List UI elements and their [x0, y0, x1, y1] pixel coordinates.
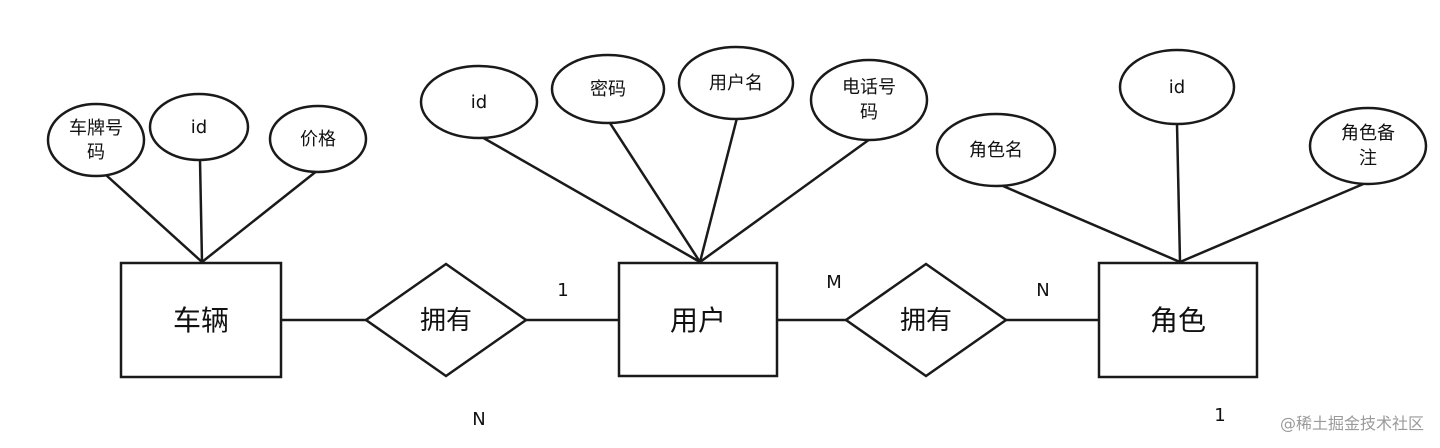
entity-user-label: 用户 — [670, 304, 726, 337]
attr-vehicle-id-label: id — [191, 117, 207, 138]
attr-user-username: 用户名 — [677, 45, 795, 121]
cardinality-role-bottom: 1 — [1214, 405, 1225, 426]
attr-vehicle-plate: 车牌号 码 — [46, 102, 146, 178]
attr-vehicle-price: 价格 — [268, 104, 368, 174]
attr-role-id: id — [1118, 48, 1236, 126]
attr-role-name: 角色名 — [935, 112, 1057, 188]
attr-vehicle-id: id — [148, 92, 250, 162]
line-role-remark — [1179, 180, 1369, 264]
relationship-vehicle-user: 拥有 — [363, 262, 529, 378]
attr-user-id: id — [419, 64, 539, 140]
attr-role-name-label: 角色名 — [969, 140, 1023, 161]
cardinality-user-left: 1 — [557, 280, 568, 301]
line-vehicle-plate — [95, 165, 203, 263]
line-role-id — [1175, 123, 1182, 263]
entity-vehicle-label: 车辆 — [173, 304, 229, 337]
attr-vehicle-plate-line2: 码 — [87, 142, 105, 163]
attr-vehicle-plate-line1: 车牌号 — [69, 118, 123, 139]
entity-user: 用户 — [617, 261, 779, 378]
cardinality-user-right: M — [826, 272, 842, 293]
connectors — [95, 117, 1369, 322]
line-vehicle-id — [198, 159, 204, 263]
attr-user-password-label: 密码 — [590, 79, 626, 100]
entity-vehicle: 车辆 — [119, 261, 283, 379]
line-role-name — [995, 181, 1181, 264]
attr-user-phone: 电话号 码 — [809, 58, 929, 142]
relationship-vehicle-user-label: 拥有 — [420, 306, 472, 336]
attr-vehicle-price-label: 价格 — [300, 129, 336, 150]
attr-user-id-label: id — [471, 92, 487, 113]
attr-user-phone-line1: 电话号 — [842, 77, 896, 98]
attr-role-id-label: id — [1169, 77, 1185, 98]
line-vehicle-price — [201, 169, 319, 263]
attr-role-remark-line2: 注 — [1359, 148, 1377, 169]
cardinality-role-top: N — [1036, 280, 1049, 301]
attr-role-remark-line1: 角色备 — [1341, 123, 1395, 144]
entity-role-label: 角色 — [1150, 304, 1206, 337]
attr-user-phone-line2: 码 — [860, 102, 878, 123]
watermark: @稀土掘金技术社区 — [1280, 414, 1424, 433]
attr-user-username-label: 用户名 — [709, 73, 763, 94]
attr-user-password: 密码 — [550, 53, 666, 125]
line-user-username — [698, 117, 739, 263]
line-user-phone — [699, 137, 871, 264]
attr-role-remark: 角色备 注 — [1308, 106, 1428, 186]
entity-role: 角色 — [1097, 261, 1259, 379]
line-user-id — [479, 134, 701, 264]
line-user-password — [606, 119, 702, 263]
cardinality-vehicle: N — [472, 409, 485, 430]
relationship-user-role-label: 拥有 — [900, 306, 952, 336]
relationship-user-role: 拥有 — [843, 262, 1009, 378]
